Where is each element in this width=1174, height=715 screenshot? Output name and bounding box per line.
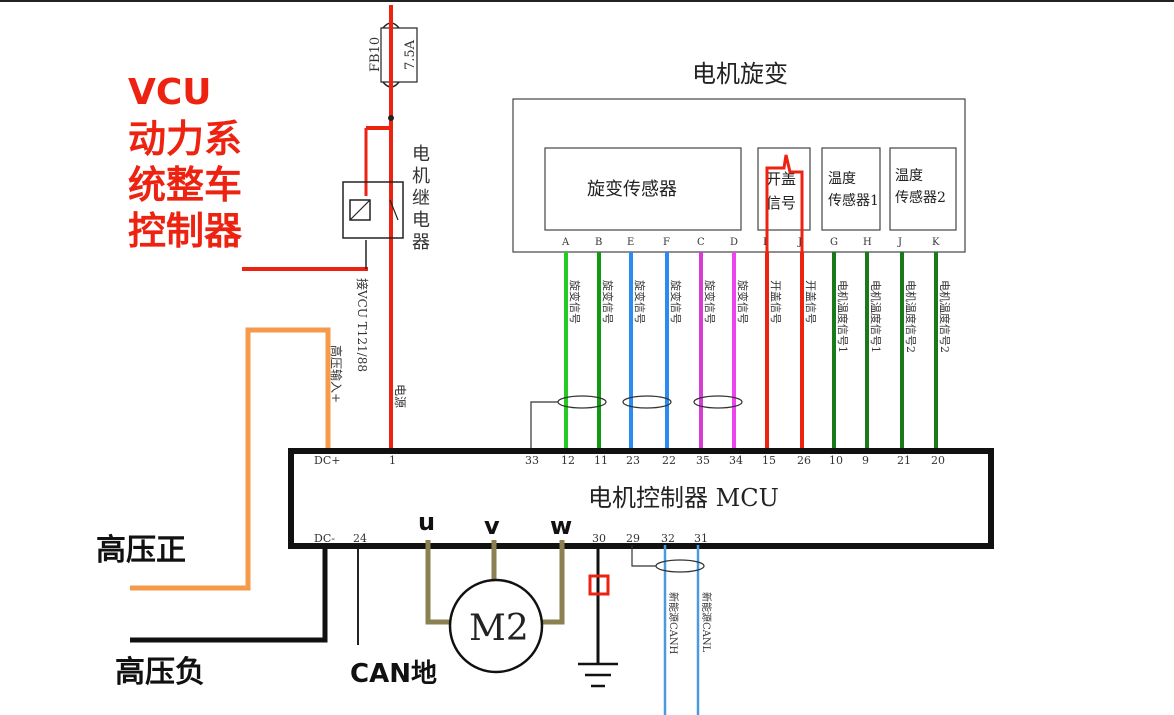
vcu-label-line1: VCU <box>128 72 212 113</box>
vcu-label-line3: 统整车 <box>128 163 242 207</box>
sensor-pin-letter: B <box>595 237 602 248</box>
mcu-signal-pin-labels: 12 11 23 22 35 34 15 26 10 9 21 20 <box>561 454 945 467</box>
signal-wire-label: 开盖信号 <box>769 280 783 324</box>
signal-wire-label: 电机温度信号2 <box>904 280 918 353</box>
mcu-signal-pin: 9 <box>862 454 869 467</box>
cover-signal-squiggle <box>765 154 804 252</box>
sensor-temp1-label: 温度传感器1 <box>828 171 879 209</box>
mcu-signal-pin: 23 <box>626 454 640 467</box>
mcu-signal-pin: 21 <box>897 454 911 467</box>
signal-wire-label: 旋变信号 <box>736 280 750 324</box>
ground-symbol <box>578 545 618 688</box>
signal-wire-label: 电机温度信号1 <box>836 280 850 353</box>
mcu-signal-pin: 10 <box>829 454 843 467</box>
phase-w-label: w <box>550 512 572 540</box>
resolver-box-title: 电机旋变 <box>692 60 788 88</box>
motor-m2 <box>448 578 544 674</box>
sensor-pin-letter: F <box>663 237 670 248</box>
signal-wire-label: 旋变信号 <box>633 280 647 324</box>
sensor-pin-letter: H <box>863 237 872 248</box>
mcu-title: 电机控制器 MCU <box>588 484 779 512</box>
mcu-box <box>288 448 994 549</box>
mcu-signal-pin: 34 <box>729 454 743 467</box>
mcu-signal-pin: 15 <box>762 454 776 467</box>
hv-negative-wire <box>130 545 328 643</box>
mcu-pin-24: 24 <box>353 532 367 545</box>
sensor-pin-letter: J <box>897 237 902 248</box>
mcu-pin-dc-minus: DC- <box>314 532 335 545</box>
mcu-signal-pin: 35 <box>696 454 710 467</box>
vcu-label-line4: 控制器 <box>128 209 243 253</box>
sensor-temp2-label: 温度传感器2 <box>895 168 946 206</box>
vcu-label: VCU 动力系 统整车 控制器 <box>128 72 243 253</box>
mcu-pin-29: 29 <box>626 532 640 545</box>
sensor-cover <box>757 147 811 231</box>
hv-positive-label: 高压正 <box>96 533 186 568</box>
can-wires <box>631 545 705 715</box>
mcu-signal-pin: 26 <box>797 454 811 467</box>
mcu-signal-pin: 22 <box>662 454 676 467</box>
mcu-pin-dc-plus: DC+ <box>314 454 340 467</box>
signal-wire-label: 旋变信号 <box>703 280 717 324</box>
vcu-label-line2: 动力系 <box>128 117 242 161</box>
fuse-rating: 7.5A <box>403 39 418 70</box>
mcu-pin-31: 31 <box>694 532 708 545</box>
mcu-pin-power: 1 <box>389 454 396 467</box>
hv-input-note: 高压输入+ <box>329 345 344 403</box>
mcu-signal-pin: 11 <box>594 454 608 467</box>
fuse-id: FB10 <box>368 37 383 72</box>
hv-positive-wire <box>130 327 331 591</box>
phase-wires <box>425 540 565 625</box>
sensor-pin-letter: G <box>830 237 838 248</box>
relay-wire-note: 接VCU T121/88 <box>355 278 370 372</box>
sensor-pin-letter: E <box>627 237 634 248</box>
phase-u-label: u <box>418 508 435 536</box>
sensor-pin-letter: K <box>932 237 940 248</box>
mcu-pin-30: 30 <box>592 532 606 545</box>
can-ground-label: CAN地 <box>350 659 437 689</box>
sensor-cover-label: 开盖信号 <box>766 170 796 212</box>
signal-wire-label: 旋变信号 <box>669 280 683 324</box>
can-h-label: 新能源CANH <box>667 592 680 655</box>
sensor-pin-letter: C <box>697 237 705 248</box>
sensor-pin-letter: I <box>763 237 767 248</box>
signal-wire-label: 开盖信号 <box>804 280 818 324</box>
phase-v-label: v <box>484 512 500 540</box>
signal-wire-label: 电机温度信号2 <box>938 280 952 353</box>
power-note: 电源 <box>393 384 407 408</box>
sensor-pin-letter: A <box>561 237 570 248</box>
signal-wire-label: 旋变信号 <box>601 280 615 324</box>
sensor-pin-letter: D <box>730 237 738 248</box>
hv-negative-label: 高压负 <box>115 655 205 690</box>
motor-m2-label: M2 <box>469 608 529 649</box>
mcu-signal-pin: 12 <box>561 454 575 467</box>
sensor-pin-letter: J <box>797 237 802 248</box>
mcu-pin-32: 32 <box>661 532 675 545</box>
signal-wire-label: 旋变信号 <box>568 280 582 324</box>
fuse-fb10: FB10 7.5A <box>368 22 418 88</box>
mcu-signal-pin: 20 <box>931 454 945 467</box>
motor-relay <box>342 115 404 239</box>
signal-wires: A 旋变信号 B 旋变信号 E 旋变信号 F 旋变信号 C 旋变信号 D 旋变信号 I 开盖信号 J 开盖信号… <box>561 237 952 452</box>
sensor-temp2 <box>889 147 957 231</box>
relay-label: 电机继电器 <box>412 144 430 253</box>
sensor-temp1 <box>821 147 881 231</box>
sensor-resolver-label: 旋变传感器 <box>587 179 677 200</box>
signal-wire-label: 电机温度信号1 <box>869 280 883 353</box>
can-l-label: 新能源CANL <box>700 592 713 653</box>
sensor-resolver <box>544 147 742 231</box>
mcu-pin-shield: 33 <box>525 454 539 467</box>
twisted-pair-markers <box>530 395 743 452</box>
